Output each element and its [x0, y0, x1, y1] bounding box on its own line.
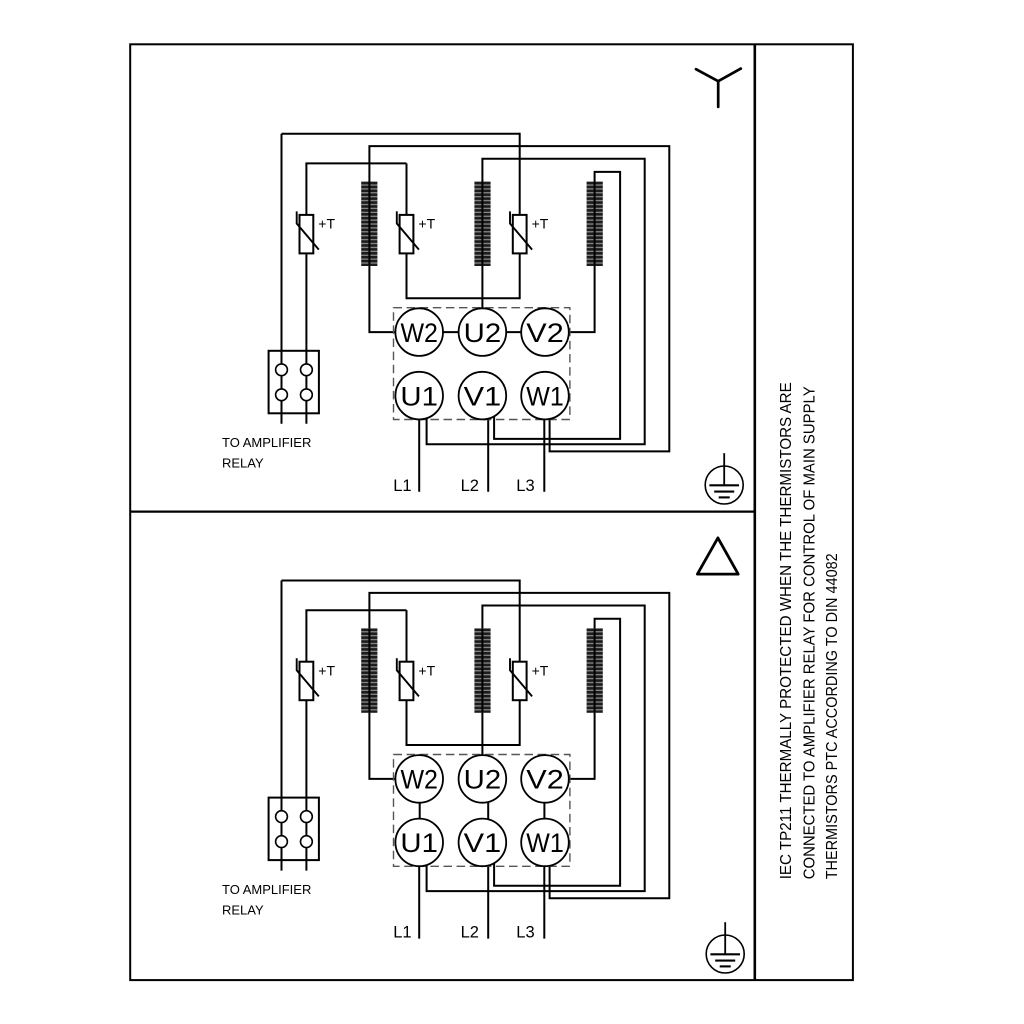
- svg-text:CONNECTED TO AMPLIFIER RELAY F: CONNECTED TO AMPLIFIER RELAY FOR CONTROL…: [801, 386, 818, 879]
- svg-text:IEC TP211 THERMALLY PROTECTED: IEC TP211 THERMALLY PROTECTED WHEN THE T…: [778, 382, 795, 879]
- svg-text:THERMISTORS PTC ACCORDING TO D: THERMISTORS PTC ACCORDING TO DIN 44082: [824, 553, 841, 879]
